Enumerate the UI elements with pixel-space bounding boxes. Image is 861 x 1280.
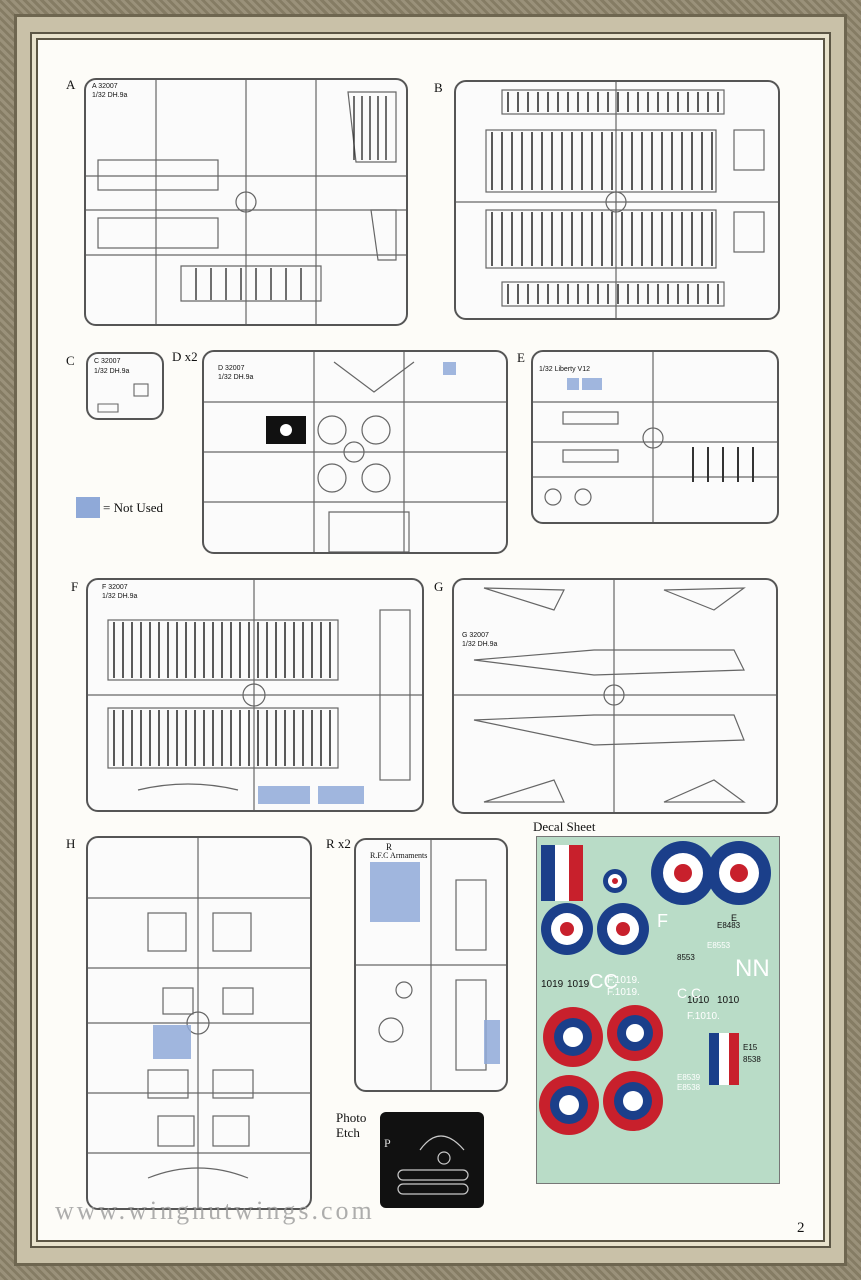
- not-used-r-2: [484, 1020, 500, 1064]
- sprue-d-code: D 32007: [218, 365, 245, 372]
- photo-etch-title-1: Photo: [336, 1110, 367, 1125]
- sprue-d-drawing: [204, 352, 506, 552]
- website-watermark: www.wingnutwings.com: [55, 1196, 375, 1225]
- not-used-f-1: [258, 786, 310, 804]
- sprue-f-code: F 32007: [102, 584, 128, 591]
- sprue-a-frame: A 32007 1/32 DH.9a: [84, 78, 408, 326]
- sprue-label-f: F: [71, 579, 79, 594]
- sprue-e-sub: 1/32 Liberty V12: [539, 366, 590, 373]
- decal-code-18: F: [657, 911, 668, 931]
- sprue-f-drawing: [88, 580, 422, 810]
- sprue-label-c: C: [66, 353, 75, 368]
- sprue-e-frame: 1/32 Liberty V12: [531, 350, 779, 524]
- sprue-g-code: G 32007: [462, 632, 489, 639]
- not-used-h: [153, 1025, 191, 1059]
- decal-code-15: NN: [735, 955, 770, 982]
- decal-code-9: E8553: [707, 941, 731, 950]
- not-used-legend: = Not Used: [103, 500, 164, 515]
- decal-code-1: F.1019.: [607, 975, 640, 986]
- sprue-c-code: C 32007: [94, 358, 121, 365]
- not-used-d: [443, 362, 456, 375]
- decal-code-3: 1019: [541, 979, 564, 990]
- sprue-a-code: A 32007: [92, 83, 118, 90]
- decal-code-11: E8539: [677, 1073, 701, 1082]
- decal-code-16: CC: [589, 971, 618, 993]
- sprue-label-h: H: [66, 836, 76, 851]
- not-used-e-1: [567, 378, 579, 390]
- decal-sheet: F.1019. F.1019. 1019 1019 F.1010. 1010 1…: [536, 836, 780, 1184]
- decal-sheet-art: [539, 841, 771, 1135]
- decal-code-7: 1010: [717, 995, 740, 1006]
- sprue-c-sub: 1/32 DH.9a: [94, 368, 130, 375]
- decal-code-4: 1019: [567, 979, 590, 990]
- decal-code-13: E15: [743, 1043, 758, 1052]
- sprue-label-b: B: [434, 80, 443, 95]
- sprue-r-code: R: [386, 842, 393, 852]
- decal-code-17: C C: [677, 985, 702, 1001]
- sprue-label-g: G: [434, 579, 444, 594]
- sprue-label-d: D x2: [172, 349, 198, 364]
- sprue-g-drawing: [454, 580, 776, 812]
- decal-code-19: E: [731, 913, 738, 923]
- decal-code-14: 8538: [743, 1055, 761, 1064]
- decal-code-6: 1010: [687, 995, 710, 1006]
- not-used-r-1: [370, 862, 420, 922]
- sprue-h-frame: [86, 836, 312, 1210]
- decal-sheet-title: Decal Sheet: [533, 819, 596, 834]
- sprue-d-sub: 1/32 DH.9a: [218, 374, 254, 381]
- sprue-f-frame: F 32007 1/32 DH.9a: [86, 578, 424, 812]
- sprue-g-frame: G 32007 1/32 DH.9a: [452, 578, 778, 814]
- decal-code-8: E8483: [717, 921, 741, 930]
- decal-code-10: 8553: [677, 953, 695, 962]
- not-used-f-2: [318, 786, 364, 804]
- sprue-c-drawing: [97, 383, 149, 413]
- sprue-b-frame: [454, 80, 780, 320]
- sprue-a-sub: 1/32 DH.9a: [92, 92, 128, 99]
- decal-code-5: F.1010.: [687, 1011, 720, 1022]
- photo-etch-title-2: Etch: [336, 1125, 360, 1140]
- page-number: 2: [797, 1220, 805, 1236]
- decal-code-2: F.1019.: [607, 987, 640, 998]
- sprue-d-frame: D 32007 1/32 DH.9a: [202, 350, 508, 554]
- sprue-r-sub: R.F.C Armaments: [370, 851, 428, 860]
- photo-etch-mark: P: [384, 1136, 391, 1150]
- sprue-label-r: R x2: [326, 836, 351, 851]
- sprue-e-drawing: [533, 352, 777, 522]
- sprue-b-drawing: [456, 82, 778, 318]
- sprue-label-a: A: [66, 77, 76, 92]
- sprue-c-frame: C 32007 1/32 DH.9a: [86, 352, 164, 420]
- not-used-swatch: [76, 497, 100, 518]
- sprue-label-e: E: [517, 350, 525, 365]
- sprue-a-drawing: [86, 80, 406, 324]
- sprue-h-drawing: [88, 838, 310, 1208]
- photo-etch-fret: P: [380, 1112, 484, 1208]
- photo-etch-art: [397, 1135, 469, 1195]
- sprue-g-sub: 1/32 DH.9a: [462, 641, 498, 648]
- decal-code-12: E8538: [677, 1083, 701, 1092]
- not-used-e-2: [582, 378, 602, 390]
- sprue-f-sub: 1/32 DH.9a: [102, 593, 138, 600]
